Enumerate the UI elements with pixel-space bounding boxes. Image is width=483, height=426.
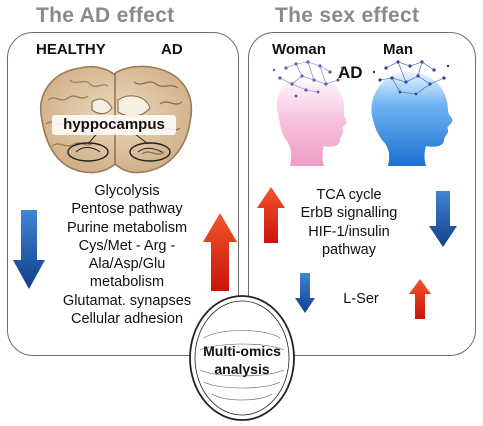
process-item: Glutamat. synapses xyxy=(62,292,192,309)
ad-process-list: Glycolysis Pentose pathway Purine metabo… xyxy=(52,182,202,328)
multiomics-circle xyxy=(189,295,295,421)
up-arrow-icon xyxy=(409,279,431,319)
ad-effect-title: The AD effect xyxy=(36,4,175,27)
down-arrow-icon xyxy=(13,210,45,289)
process-item: Glycolysis xyxy=(94,183,160,199)
multiomics-line1: Multi-omics xyxy=(203,343,281,359)
sex-pathway-list: TCA cycle ErbB signalling HIF-1/insulin … xyxy=(286,186,412,259)
process-item: Cellular adhesion xyxy=(70,311,184,328)
multiomics-label: Multi-omics analysis xyxy=(190,342,294,378)
man-label: Man xyxy=(383,41,413,58)
pathway-item: pathway xyxy=(321,241,376,258)
woman-head-icon xyxy=(272,60,347,166)
pathway-item: ErbB signalling xyxy=(300,205,398,222)
hippocampus-label: hyppocampus xyxy=(63,116,165,133)
down-arrow-icon xyxy=(429,191,457,247)
ad-label-right: AD xyxy=(338,63,363,82)
up-arrow-icon xyxy=(257,187,285,243)
up-arrow-icon xyxy=(203,213,237,291)
pathway-item: HIF-1/insulin xyxy=(308,223,390,240)
process-item: metabolism xyxy=(89,274,165,291)
man-head-icon xyxy=(371,60,453,166)
process-item: Purine metabolism xyxy=(66,219,188,236)
pathway-item: TCA cycle xyxy=(316,187,382,203)
process-item: Cys/Met - Arg - xyxy=(78,237,176,254)
woman-label: Woman xyxy=(272,41,326,58)
down-arrow-icon xyxy=(295,273,315,313)
healthy-label: HEALTHY xyxy=(36,41,106,58)
ad-label-left: AD xyxy=(161,41,183,58)
l-ser-label: L-Ser xyxy=(343,291,379,307)
process-item: Pentose pathway xyxy=(71,201,183,218)
hippocampus-label-bg xyxy=(52,115,176,135)
process-item: Ala/Asp/Glu xyxy=(88,256,166,273)
sex-effect-title: The sex effect xyxy=(275,4,420,27)
multiomics-line2: analysis xyxy=(214,361,270,377)
